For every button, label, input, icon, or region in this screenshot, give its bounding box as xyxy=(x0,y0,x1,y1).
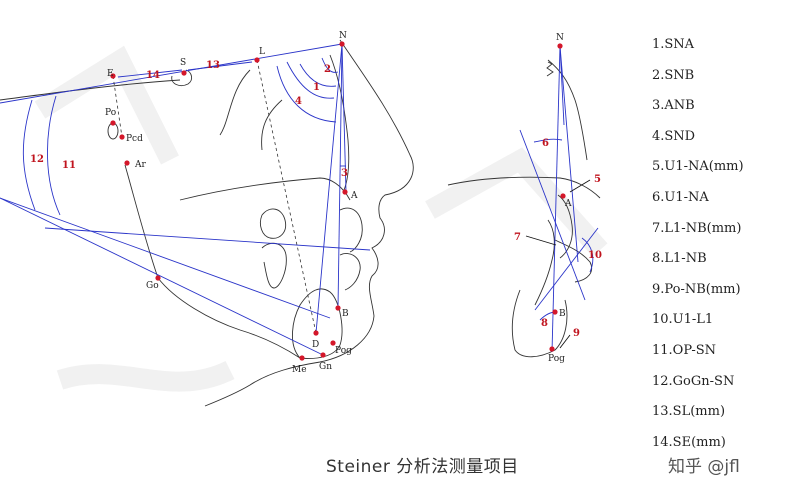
legend-item: 7.L1-NB(mm) xyxy=(652,220,742,236)
detail-tracing xyxy=(447,59,601,358)
legend-item: 2.SNB xyxy=(652,67,695,83)
legend-item: 9.Po-NB(mm) xyxy=(652,281,741,297)
main-number-2: 2 xyxy=(324,64,331,75)
main-label-pog: Pog xyxy=(335,346,352,356)
main-number-13: 13 xyxy=(206,60,220,71)
measure-arcs-main xyxy=(22,57,346,216)
figure-caption: Steiner 分析法测量项目 xyxy=(326,457,519,477)
main-label-ar: Ar xyxy=(134,160,146,170)
main-label-a: A xyxy=(350,191,358,201)
main-point-pog xyxy=(330,340,336,346)
detail-number-7: 7 xyxy=(514,232,521,243)
reference-lines-detail xyxy=(519,45,599,353)
main-point-me xyxy=(299,355,305,361)
main-point-n xyxy=(339,41,345,47)
detail-number-6: 6 xyxy=(542,138,549,149)
detail-point-n xyxy=(557,43,563,49)
legend-item: 10.U1-L1 xyxy=(652,312,714,328)
detail-number-5: 5 xyxy=(594,174,601,185)
main-number-1: 1 xyxy=(313,82,320,93)
main-point-b xyxy=(335,305,341,311)
detail-number-10: 10 xyxy=(588,250,602,261)
detail-point-pog xyxy=(549,346,555,352)
detail-label-b: B xyxy=(559,309,566,319)
measurement-legend: 1.SNA 2.SNB 3.ANB 4.SND 5.U1-NA(mm) 6.U1-NA 7.… xyxy=(652,36,782,464)
main-label-s: S xyxy=(180,58,186,68)
legend-item: 6.U1-NA xyxy=(652,189,709,205)
legend-item: 14.SE(mm) xyxy=(652,434,726,450)
main-point-a xyxy=(342,189,348,195)
dashed-lines-main xyxy=(112,59,317,334)
detail-number-8: 8 xyxy=(541,318,548,329)
main-point-gn xyxy=(320,352,326,358)
background-watermark xyxy=(34,45,608,392)
detail-point-b xyxy=(552,309,558,315)
main-label-po: Po xyxy=(105,108,116,118)
main-label-d: D xyxy=(312,340,319,350)
main-point-d xyxy=(313,330,319,336)
legend-item: 4.SND xyxy=(652,128,696,144)
detail-label-a: A xyxy=(564,199,572,209)
main-point-po xyxy=(110,120,116,126)
legend-item: 12.GoGn-SN xyxy=(652,373,735,389)
zhihu-watermark: 知乎 @jfl xyxy=(668,457,740,477)
legend-item: 11.OP-SN xyxy=(652,342,717,358)
detail-label-n: N xyxy=(556,33,564,43)
main-number-14: 14 xyxy=(146,70,160,81)
main-label-n: N xyxy=(339,31,347,41)
legend-item: 3.ANB xyxy=(652,98,695,114)
detail-points: N A B Pog xyxy=(548,33,572,364)
main-label-l: L xyxy=(259,47,265,57)
legend-item: 5.U1-NA(mm) xyxy=(652,159,744,175)
main-point-l xyxy=(254,57,260,63)
main-number-12: 12 xyxy=(30,154,44,165)
main-point-go xyxy=(155,275,161,281)
legend-item: 8.L1-NB xyxy=(652,251,707,267)
main-point-pcd xyxy=(119,134,125,140)
reference-lines-main xyxy=(0,43,371,356)
main-point-e xyxy=(110,73,116,79)
leader-arrows-detail xyxy=(525,179,591,349)
main-label-b: B xyxy=(342,309,349,319)
main-number-4: 4 xyxy=(295,96,302,107)
detail-point-a xyxy=(560,193,566,199)
main-label-e: E xyxy=(107,69,114,79)
legend-item: 13.SL(mm) xyxy=(652,404,726,420)
main-label-me: Me xyxy=(292,365,307,375)
detail-label-pog: Pog xyxy=(548,354,565,364)
main-point-ar xyxy=(124,160,130,166)
detail-angle-numbers: 5 6 7 8 9 10 xyxy=(514,138,602,339)
main-number-3: 3 xyxy=(341,168,348,179)
detail-number-9: 9 xyxy=(573,328,580,339)
main-label-go: Go xyxy=(146,281,159,291)
main-label-pcd: Pcd xyxy=(126,134,143,144)
main-number-11: 11 xyxy=(62,160,76,171)
legend-item: 1.SNA xyxy=(652,37,695,52)
main-label-gn: Gn xyxy=(319,362,332,372)
main-point-s xyxy=(181,70,187,76)
